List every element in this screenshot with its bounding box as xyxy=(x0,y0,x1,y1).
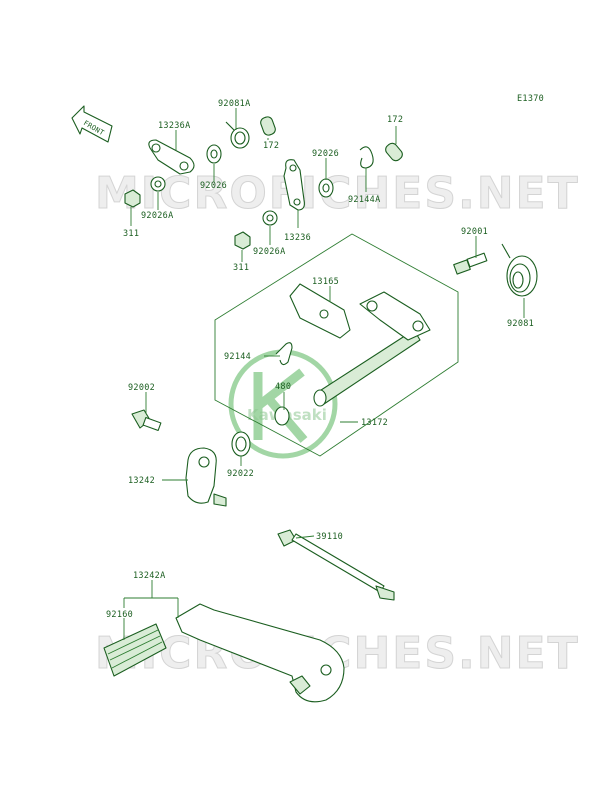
label-92002: 92002 xyxy=(128,383,155,393)
part-13172-shaft xyxy=(313,291,431,407)
part-92026A-washer-b xyxy=(262,210,278,226)
label-92022: 92022 xyxy=(227,469,254,479)
label-92144: 92144 xyxy=(224,352,251,362)
label-92001: 92001 xyxy=(461,227,488,237)
label-311-b: 311 xyxy=(233,263,249,273)
label-13165: 13165 xyxy=(312,277,339,287)
label-92160: 92160 xyxy=(106,610,133,620)
part-92081A-spring xyxy=(225,121,250,149)
label-13242: 13242 xyxy=(128,476,155,486)
part-92026-washer-a xyxy=(206,144,222,164)
part-labels: 92081A 13236A 172 172 92026 92026 92026A… xyxy=(106,99,534,620)
label-92081A: 92081A xyxy=(218,99,251,109)
label-92026-b: 92026 xyxy=(312,149,339,159)
label-172-a: 172 xyxy=(263,141,279,151)
part-92026-washer-b xyxy=(318,178,334,198)
part-39110-rod xyxy=(277,529,395,601)
part-92002-bolt xyxy=(131,409,162,432)
part-92144-spring xyxy=(275,342,293,366)
label-92026A-a: 92026A xyxy=(141,211,174,221)
watermark-top: MICROFICHES.NET xyxy=(95,168,580,219)
part-480-ring xyxy=(274,406,290,426)
label-13236: 13236 xyxy=(284,233,311,243)
shift-housing-outline xyxy=(214,233,459,457)
part-13242A-pedal xyxy=(175,603,345,703)
part-92160-rubber xyxy=(103,623,167,677)
label-92081: 92081 xyxy=(507,319,534,329)
label-92026-a: 92026 xyxy=(200,181,227,191)
part-311-nut-b xyxy=(234,231,251,250)
part-92026A-washer-a xyxy=(150,176,166,192)
part-311-nut-a xyxy=(124,189,141,208)
label-13172: 13172 xyxy=(361,418,388,428)
label-480: 480 xyxy=(275,382,291,392)
label-13242A: 13242A xyxy=(133,571,166,581)
label-92144A: 92144A xyxy=(348,195,381,205)
part-92001-bolt xyxy=(453,252,488,275)
watermark-bottom: MICROFICHES.NET xyxy=(95,628,580,679)
leader-lines xyxy=(123,108,525,640)
part-13236-lever xyxy=(283,159,305,211)
part-172-pin-b xyxy=(385,142,403,162)
front-arrow-icon: FRONT xyxy=(71,105,113,143)
part-13165-plate xyxy=(289,283,351,339)
label-39110: 39110 xyxy=(316,532,343,542)
part-92022-washer xyxy=(231,431,251,457)
part-172-pin-a xyxy=(260,116,276,136)
label-172-b: 172 xyxy=(387,115,403,125)
diagram-code: E1370 xyxy=(517,94,544,104)
label-311-a: 311 xyxy=(123,229,139,239)
label-13236A: 13236A xyxy=(158,121,191,131)
label-92026A-b: 92026A xyxy=(253,247,286,257)
part-92081-spring xyxy=(501,243,538,297)
part-13236A-lever xyxy=(148,139,195,175)
part-13242-arm xyxy=(185,447,227,507)
part-92144A-spring xyxy=(359,146,374,169)
